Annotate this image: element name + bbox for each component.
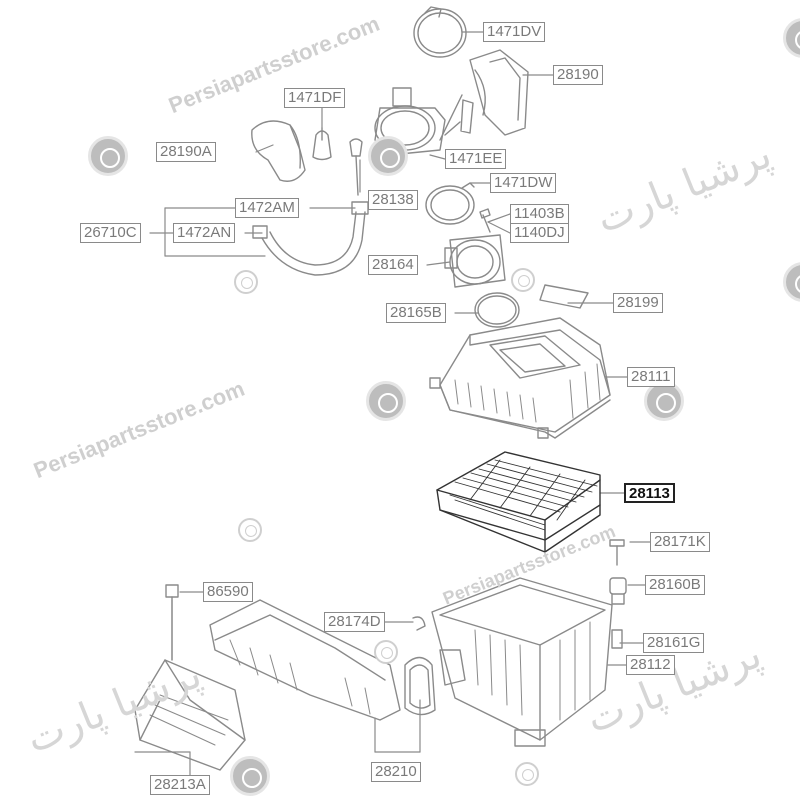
clip-28174d bbox=[412, 616, 426, 631]
part-label-28174d: 28174D bbox=[324, 612, 385, 632]
part-label-28199: 28199 bbox=[613, 293, 663, 313]
cleaner-cover-28111 bbox=[429, 317, 611, 439]
bolt-11403b bbox=[479, 208, 491, 233]
part-label-28190a: 28190A bbox=[156, 142, 216, 162]
part-label-86590: 86590 bbox=[203, 582, 253, 602]
sensor-28138 bbox=[349, 138, 363, 196]
part-label-28190: 28190 bbox=[553, 65, 603, 85]
part-label-28210: 28210 bbox=[371, 762, 421, 782]
part-label-1140dj: 1140DJ bbox=[510, 223, 569, 243]
watermark-seal-icon bbox=[511, 268, 535, 292]
part-label-28138: 28138 bbox=[368, 190, 418, 210]
bolt-28171k bbox=[609, 539, 625, 566]
watermark-seal-icon bbox=[368, 136, 408, 176]
part-label-28112: 28112 bbox=[626, 655, 675, 675]
part-label-28113-highlighted: 28113 bbox=[624, 483, 675, 503]
part-label-28160b: 28160B bbox=[645, 575, 705, 595]
part-label-26710c: 26710C bbox=[80, 223, 141, 243]
air-duct-28210 bbox=[209, 599, 401, 721]
part-label-1472am: 1472AM bbox=[235, 198, 299, 218]
hose-clamp-1471ee bbox=[460, 99, 474, 134]
watermark-seal-icon bbox=[374, 640, 398, 664]
watermark-seal-icon bbox=[366, 381, 406, 421]
part-label-1471ee: 1471EE bbox=[445, 149, 507, 169]
part-label-1471dv: 1471DV bbox=[483, 22, 546, 42]
insulator-28161g bbox=[611, 629, 623, 649]
part-label-28165b: 28165B bbox=[386, 303, 446, 323]
breather-hose bbox=[252, 201, 369, 276]
watermark-seal-icon bbox=[88, 136, 128, 176]
part-label-28161g: 28161G bbox=[643, 633, 705, 653]
part-label-1472an: 1472AN bbox=[173, 223, 236, 243]
part-label-28164: 28164 bbox=[368, 255, 418, 275]
part-label-28171k: 28171K bbox=[650, 532, 710, 552]
gasket-28165b bbox=[474, 292, 520, 328]
resonator-28190a bbox=[251, 120, 306, 182]
intake-hose-28190 bbox=[439, 49, 529, 141]
air-filter-28113 bbox=[436, 451, 601, 553]
watermark-seal-icon bbox=[238, 518, 262, 542]
watermark-seal-icon bbox=[644, 381, 684, 421]
bolt-86590 bbox=[165, 584, 179, 661]
label-plate-28199 bbox=[539, 284, 589, 309]
watermark-seal-icon bbox=[234, 270, 258, 294]
watermark-seal-icon bbox=[515, 762, 539, 786]
cleaner-body-28112 bbox=[431, 577, 613, 747]
clamp-1471dw bbox=[425, 182, 475, 225]
clamp-1471dv bbox=[413, 6, 467, 58]
duct-gasket bbox=[404, 656, 436, 716]
part-label-28111: 28111 bbox=[627, 367, 675, 387]
part-label-1471dw: 1471DW bbox=[490, 173, 557, 193]
part-label-28213a: 28213A bbox=[150, 775, 210, 795]
grommet-28160b bbox=[609, 577, 627, 605]
part-label-1471df: 1471DF bbox=[284, 88, 346, 108]
air-flow-sensor-28164 bbox=[444, 234, 506, 288]
part-label-11403b: 11403B bbox=[510, 204, 569, 224]
watermark-seal-icon bbox=[230, 756, 270, 796]
clamp-1471df bbox=[312, 127, 332, 161]
shroud-28213a bbox=[134, 659, 246, 771]
